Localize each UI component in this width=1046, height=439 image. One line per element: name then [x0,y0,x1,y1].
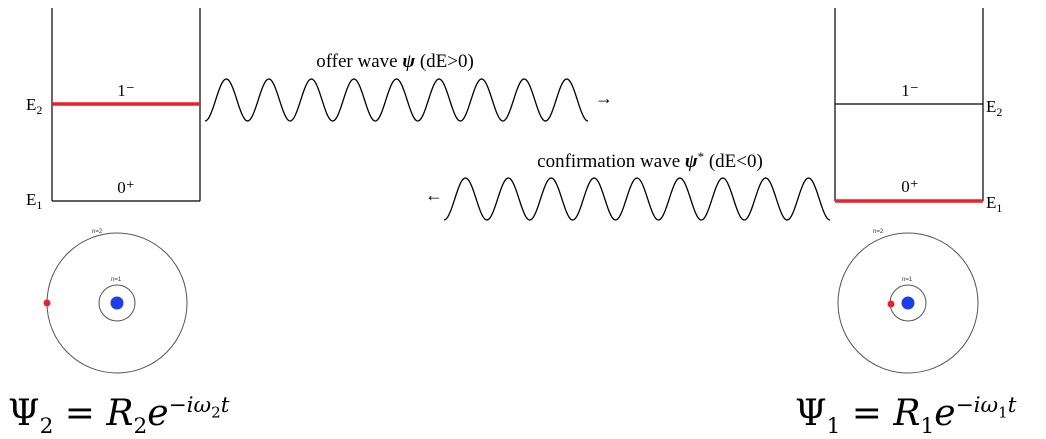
offer-wave-group: offer wave ψ (dE>0) → [204,51,613,122]
confirmation-wave [443,177,831,221]
right-n1-label: n=1 [902,277,913,283]
left-electron [43,299,51,307]
left-nucleus [110,296,124,310]
left-n1-label: n=1 [111,277,122,283]
right-nucleus [901,296,915,310]
left-atom: n=2 n=1 [43,229,188,374]
right-lower-level-label: 0⁺ [901,177,918,196]
left-lower-level-label: 0⁺ [117,178,134,197]
left-e1-label: E1 [26,190,42,212]
confirmation-wave-arrow: ← [425,185,443,205]
right-outer-orbit [837,232,979,374]
right-n2-label: n=2 [873,229,884,235]
left-wavefunction-equation: Ψ2 = R2e−iω2t [8,393,230,439]
right-electron [887,300,895,308]
right-upper-level-label: 1⁻ [901,81,918,100]
left-inner-orbit [98,284,136,322]
confirmation-wave-label: confirmation wave ψ* (dE<0) [537,149,763,172]
offer-wave-label: offer wave ψ (dE>0) [316,51,474,72]
right-e2-label: E2 [986,97,1002,119]
right-energy-diagram: 1⁻ 0⁺ E2 E1 [834,8,1002,215]
right-wavefunction-equation: Ψ1 = R1e−iω1t [795,393,1017,439]
left-energy-diagram: 1⁻ 0⁺ E2 E1 [26,8,201,212]
left-upper-level-label: 1⁻ [117,81,134,100]
offer-wave-arrow: → [595,88,613,108]
right-atom: n=2 n=1 [837,229,979,374]
confirmation-wave-group: confirmation wave ψ* (dE<0) ← [425,149,831,221]
offer-wave [204,78,589,122]
left-e2-label: E2 [26,95,42,117]
right-e1-label: E1 [986,193,1002,215]
left-n2-label: n=2 [92,229,103,235]
